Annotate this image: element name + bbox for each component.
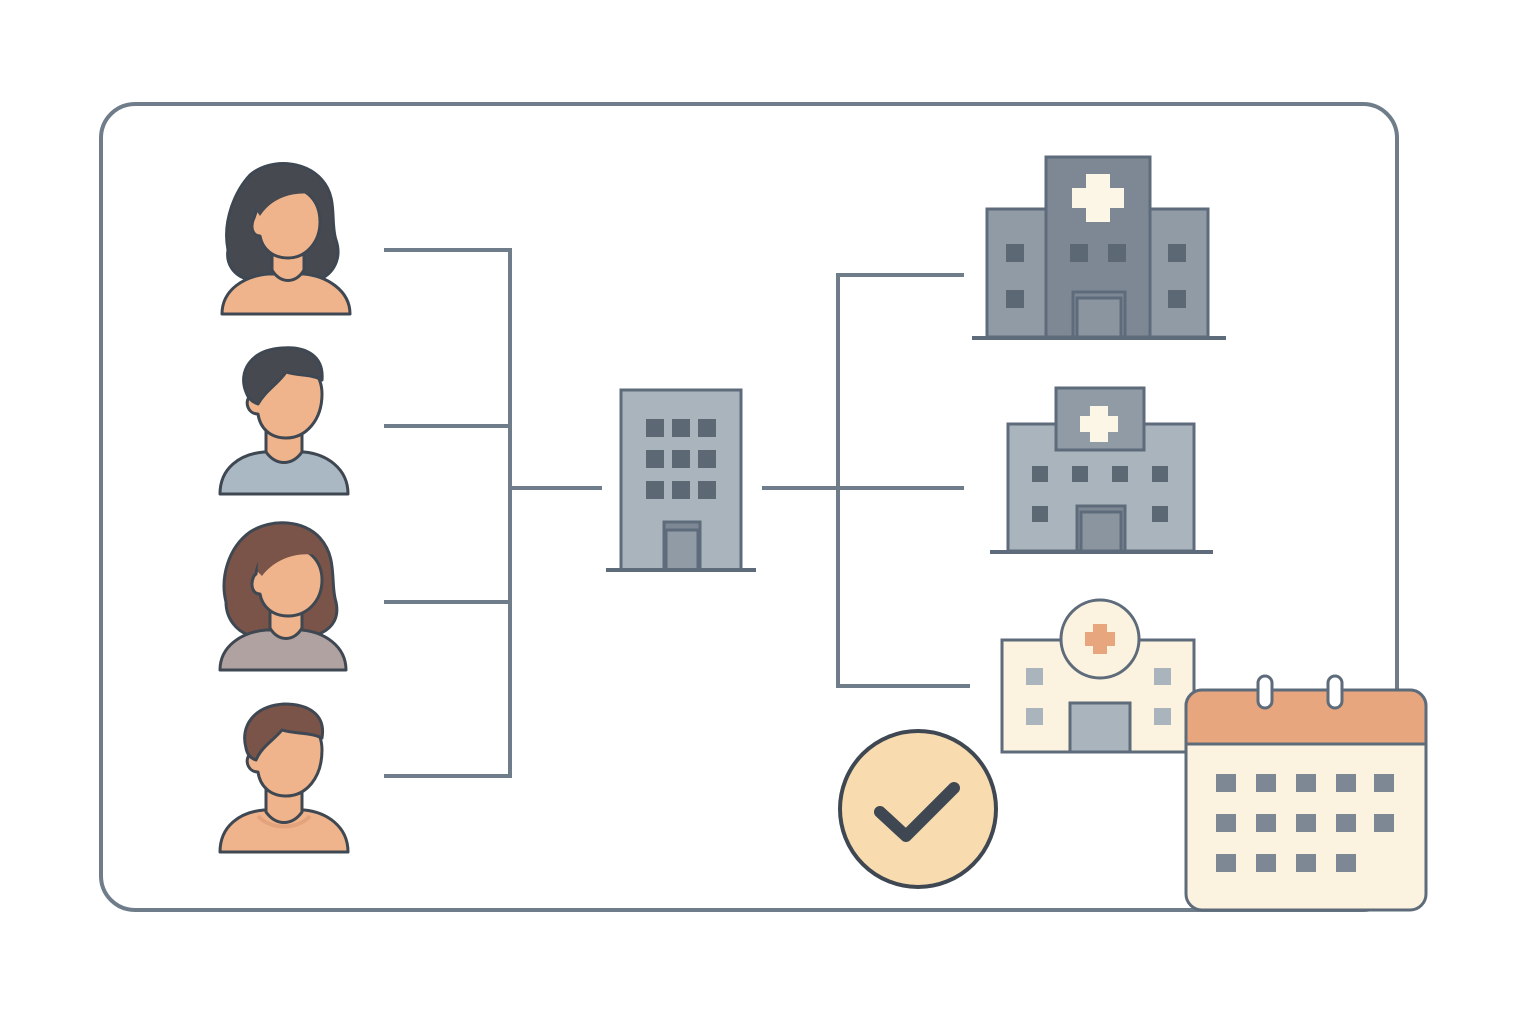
hospital-1: [972, 155, 1226, 340]
person-2: [218, 346, 350, 496]
calendar: [1184, 674, 1428, 912]
checkmark-circle-icon: [838, 729, 998, 889]
person-4: [218, 702, 350, 854]
hub-building: [606, 388, 756, 572]
person-3: [218, 521, 348, 672]
hospital-3: [1000, 598, 1196, 754]
person-1: [220, 162, 352, 316]
hospital-connectors: [762, 273, 970, 688]
hospital-2: [990, 386, 1213, 554]
people-connectors: [384, 248, 602, 778]
confirmation-badge: [838, 729, 998, 889]
